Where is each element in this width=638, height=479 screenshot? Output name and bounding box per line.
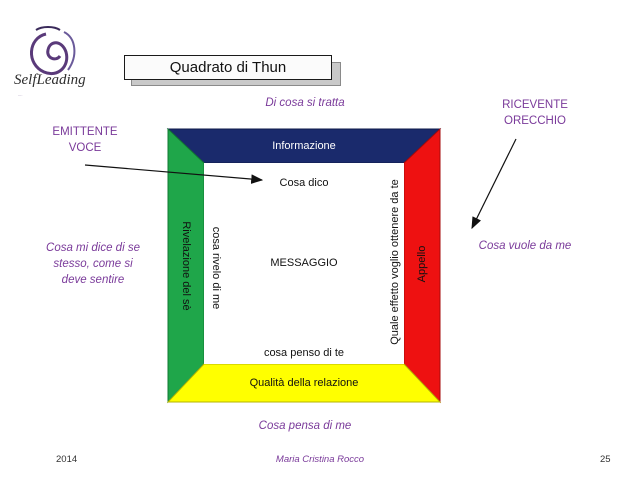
inner-label-center: MESSAGGIO (270, 257, 338, 269)
side-label-bottom: Qualità della relazione (249, 377, 359, 389)
logo-tagline: .... (18, 92, 23, 97)
annotation-bottom: Cosa pensa di me (258, 420, 352, 432)
logo-swirl-icon (30, 26, 76, 75)
page-title: Quadrato di Thun (124, 55, 332, 80)
annotation-right: Cosa vuole da me (478, 240, 572, 252)
inner-label-bottom: cosa penso di te (263, 347, 345, 359)
annotation-left: Cosa mi dice di se stesso, come si deve … (46, 242, 140, 286)
footer-year: 2014 (56, 454, 78, 465)
sender-arrow (84, 164, 264, 184)
side-label-top: Informazione (272, 140, 336, 152)
side-label-right: Appello (416, 245, 428, 283)
side-label-left: Rivelazione del sè (180, 221, 192, 311)
footer-page-number: 25 (600, 454, 611, 465)
footer-author: Maria Cristina Rocco (275, 454, 365, 465)
annotation-receiver: RICEVENTE ORECCHIO (502, 99, 568, 127)
inner-label-top: Cosa dico (279, 177, 329, 189)
annotation-top: Di cosa si tratta (265, 97, 345, 109)
receiver-arrow (471, 138, 517, 230)
selfleading-logo (6, 22, 118, 102)
annotation-sender: EMITTENTE VOCE (52, 126, 118, 154)
inner-message-area (204, 163, 404, 364)
logo-text: SelfLeading (14, 72, 86, 88)
